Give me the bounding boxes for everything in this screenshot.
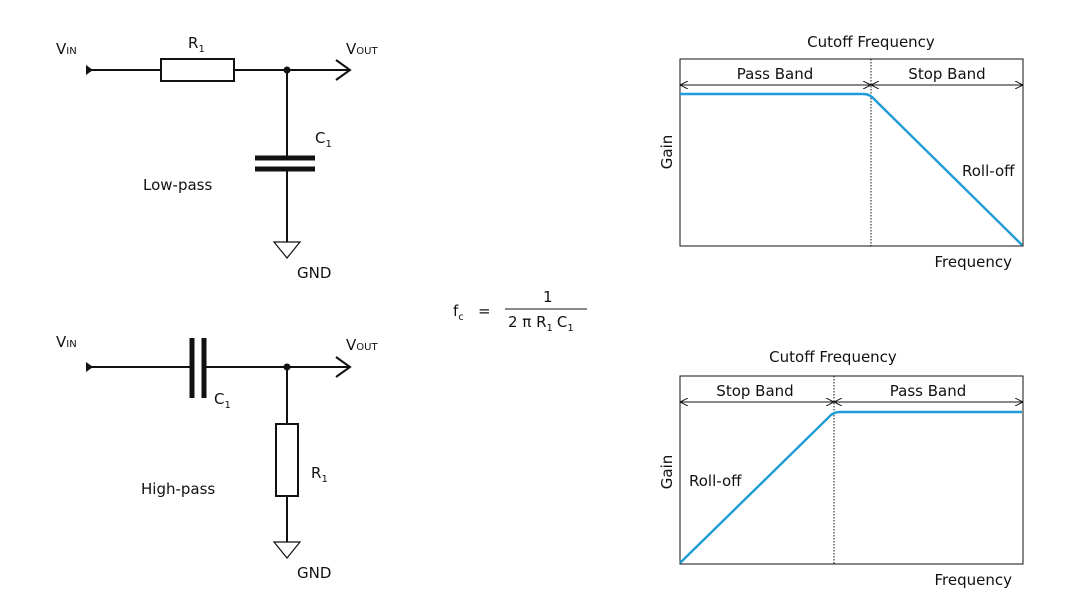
y-axis-label: Gain (658, 135, 676, 170)
plot-frame (679, 58, 1024, 247)
c1-label: C1 (214, 390, 231, 411)
c1-label: C1 (315, 129, 332, 150)
high-pass-circuit: VIN VOUT C1 R1 High-pass GND (56, 333, 378, 582)
gnd-label: GND (297, 564, 331, 582)
output-arrow-icon (335, 59, 352, 81)
vout-label: VOUT (346, 40, 378, 58)
y-axis-label: Gain (658, 455, 676, 490)
low-pass-title: Low-pass (143, 176, 212, 194)
chart-title: Cutoff Frequency (769, 348, 897, 366)
formula-lhs: fc (453, 302, 464, 323)
resistor-r1 (275, 423, 299, 497)
vin-label: VIN (56, 333, 77, 351)
band-left-label: Pass Band (737, 65, 813, 83)
gain-curve (679, 410, 1022, 564)
formula-equals: = (478, 302, 491, 320)
band-right-label: Pass Band (890, 382, 966, 400)
plot-frame (679, 375, 1024, 565)
output-arrow-icon (335, 356, 352, 378)
r1-label: R1 (188, 34, 205, 55)
chart-title: Cutoff Frequency (807, 33, 935, 51)
low-pass-response-chart: Cutoff Frequency Pass Band Stop Band Gai… (658, 33, 1024, 271)
band-left-label: Stop Band (716, 382, 793, 400)
x-axis-label: Frequency (935, 253, 1013, 271)
formula-numerator: 1 (543, 288, 553, 306)
x-axis-label: Frequency (935, 571, 1013, 589)
ground-icon (272, 541, 302, 559)
r1-label: R1 (311, 464, 328, 485)
gnd-label: GND (297, 264, 331, 282)
resistor-r1 (160, 58, 235, 82)
band-right-label: Stop Band (908, 65, 985, 83)
gain-curve (680, 92, 1023, 246)
roll-off-label: Roll-off (962, 162, 1015, 180)
roll-off-label: Roll-off (689, 472, 742, 490)
vout-label: VOUT (346, 336, 378, 354)
ground-icon (272, 241, 302, 259)
low-pass-circuit: VIN R1 VOUT C1 Low-pass GND (56, 34, 378, 282)
high-pass-title: High-pass (141, 480, 215, 498)
high-pass-response-chart: Cutoff Frequency Stop Band Pass Band Gai… (658, 348, 1024, 589)
vin-label: VIN (56, 40, 77, 58)
